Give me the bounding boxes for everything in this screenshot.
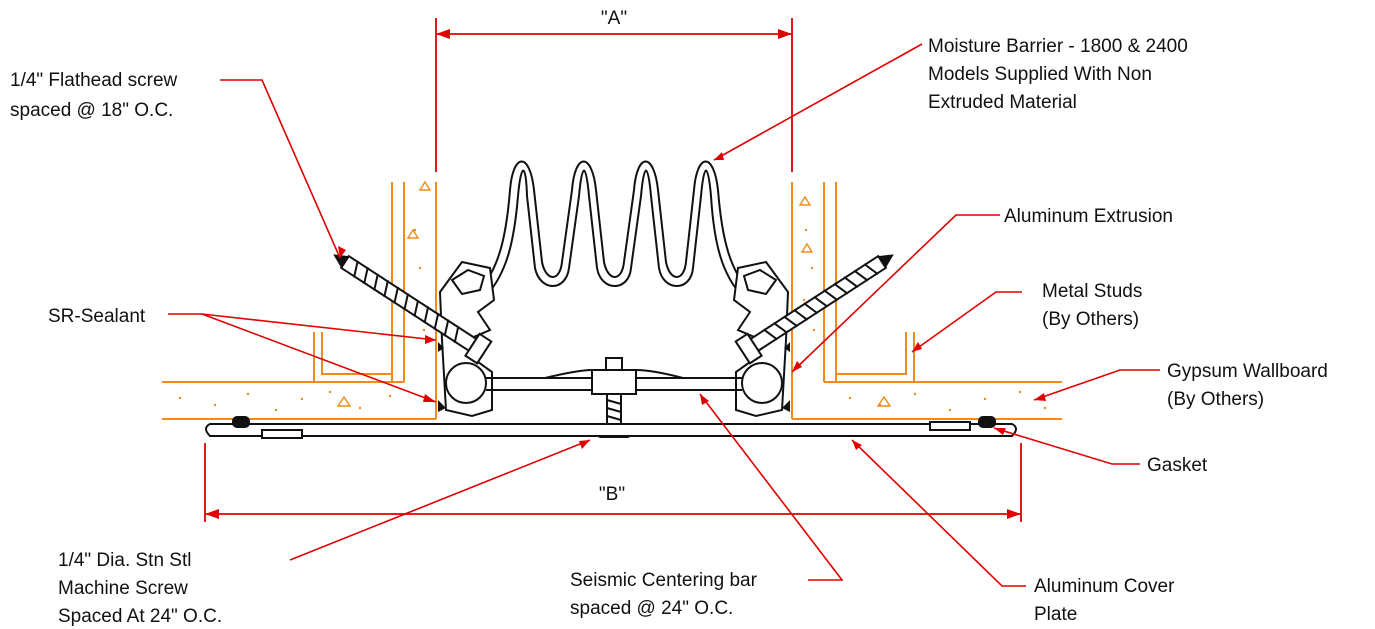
right-flathead-screw	[734, 254, 894, 365]
svg-text:Moisture Barrier - 1800 & 2400: Moisture Barrier - 1800 & 2400	[928, 36, 1188, 57]
callout-cover-plate: Aluminum Cover Plate	[1034, 576, 1175, 625]
svg-text:1/4" Flathead screw: 1/4" Flathead screw	[10, 70, 178, 91]
dimension-b-label: "B"	[599, 484, 625, 505]
callout-machine-screw: 1/4" Dia. Stn Stl Machine Screw Spaced A…	[58, 550, 222, 627]
svg-text:Gasket: Gasket	[1147, 455, 1208, 476]
svg-text:spaced @ 18" O.C.: spaced @ 18" O.C.	[10, 100, 173, 121]
right-wall-assembly	[791, 182, 1062, 420]
svg-text:Spaced At 24" O.C.: Spaced At 24" O.C.	[58, 606, 222, 627]
svg-text:Aluminum Extrusion: Aluminum Extrusion	[1004, 206, 1173, 227]
svg-text:Extruded Material: Extruded Material	[928, 92, 1077, 113]
svg-text:spaced @ 24" O.C.: spaced @ 24" O.C.	[570, 598, 733, 619]
svg-text:Gypsum Wallboard: Gypsum Wallboard	[1167, 361, 1328, 382]
callout-moisture-barrier: Moisture Barrier - 1800 & 2400 Models Su…	[928, 36, 1188, 113]
dimension-b: "B"	[204, 443, 1022, 522]
seismic-centering-bar	[486, 357, 742, 395]
svg-text:Aluminum Cover: Aluminum Cover	[1034, 576, 1175, 597]
callout-metal-studs: Metal Studs (By Others)	[1042, 281, 1142, 330]
gypsum-speckles-right	[798, 195, 1047, 412]
dimension-a-label: "A"	[601, 8, 627, 29]
aluminum-cover-plate	[205, 421, 1017, 439]
svg-text:Machine Screw: Machine Screw	[58, 578, 188, 599]
callout-gypsum-wallboard: Gypsum Wallboard (By Others)	[1167, 361, 1328, 410]
left-flathead-screw	[333, 254, 493, 365]
svg-text:Models Supplied With Non: Models Supplied With Non	[928, 64, 1152, 85]
svg-text:(By Others): (By Others)	[1167, 389, 1264, 410]
callout-flathead-screw: 1/4" Flathead screw spaced @ 18" O.C.	[10, 70, 178, 121]
svg-text:Seismic Centering bar: Seismic Centering bar	[570, 570, 758, 591]
svg-text:Plate: Plate	[1034, 604, 1077, 625]
leader-lines	[168, 43, 1160, 587]
left-wall-assembly	[162, 180, 437, 420]
svg-text:(By Others): (By Others)	[1042, 309, 1139, 330]
gaskets	[232, 416, 996, 428]
svg-text:1/4" Dia. Stn Stl: 1/4" Dia. Stn Stl	[58, 550, 191, 571]
callout-sr-sealant: SR-Sealant	[48, 306, 146, 327]
callout-gasket: Gasket	[1147, 455, 1208, 476]
svg-text:Metal Studs: Metal Studs	[1042, 281, 1142, 302]
moisture-barrier	[477, 160, 751, 297]
callout-centering-bar: Seismic Centering bar spaced @ 24" O.C.	[570, 570, 758, 619]
dimension-a: "A"	[435, 8, 793, 172]
callout-aluminum-extrusion: Aluminum Extrusion	[1004, 206, 1173, 227]
svg-text:SR-Sealant: SR-Sealant	[48, 306, 146, 327]
